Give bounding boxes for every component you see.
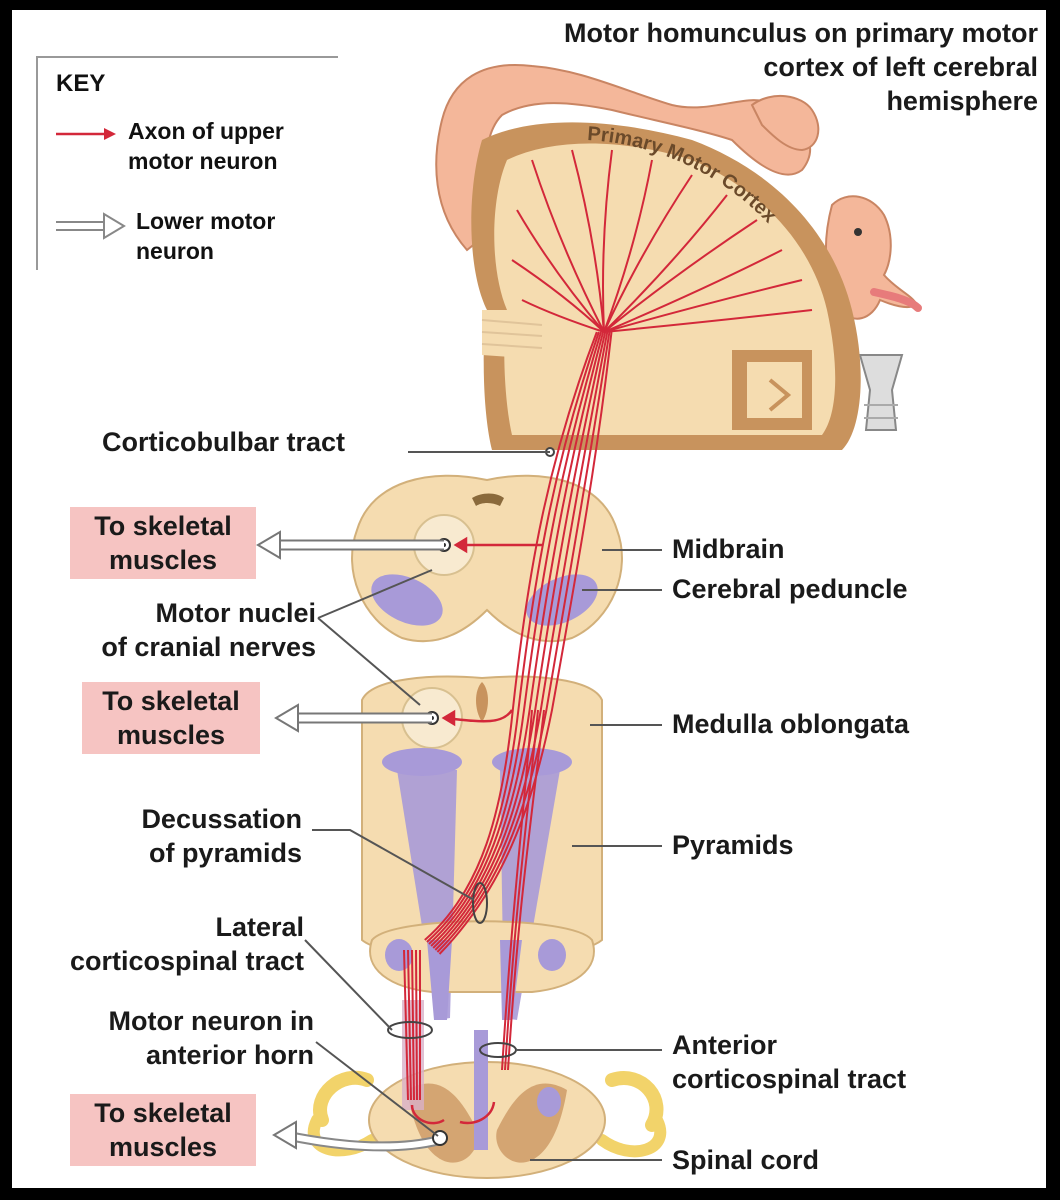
synapse-arrows [410, 536, 542, 1125]
cortical-axon-branch [603, 159, 653, 333]
key-title: KEY [56, 70, 106, 97]
descending-axon [434, 331, 609, 951]
key-upper-line-1: Axon of upper [128, 118, 284, 144]
anterior-line-1: Anterior [672, 1030, 778, 1060]
title-line-1: Motor homunculus on primary motor [563, 18, 1038, 48]
descending-axon [430, 331, 605, 947]
label-decussation: Decussation of pyramids [141, 802, 302, 870]
key-lower-line-2: neuron [136, 238, 214, 264]
muscle-box-1: To skeletal muscles [70, 507, 256, 579]
label-motor-nuclei: Motor nuclei of cranial nerves [101, 596, 316, 664]
title-line-2: cortex of left cerebral [763, 52, 1038, 82]
motor-homunculus [435, 64, 922, 431]
muscle-box-2-line-2: muscles [116, 720, 226, 750]
label-corticobulbar-tract: Corticobulbar tract [102, 427, 346, 457]
key-lower-motor-neuron: Lower motor neuron [136, 206, 275, 266]
spinal-cord-section [282, 1000, 667, 1179]
descending-axon [428, 331, 602, 945]
upper-motor-neuron-axons [403, 149, 813, 1101]
motor-nuclei-line-2: of cranial nerves [101, 632, 316, 662]
key-upper-motor-neuron: Axon of upper motor neuron [128, 116, 284, 176]
diagram-frame: Primary Motor Cortex KEY Axon of upper m… [12, 10, 1046, 1188]
cortical-axon-branch [511, 259, 605, 333]
motor-neuron-line-1: Motor neuron in [108, 1006, 314, 1036]
cerebral-hemisphere-section [471, 122, 861, 450]
medulla-section [361, 675, 603, 1020]
lateral-tract-axon [411, 949, 415, 1101]
muscle-box-3-line-1: To skeletal [94, 1098, 232, 1128]
anterior-tract-axon [501, 709, 533, 1071]
cortical-axon-branch [521, 299, 605, 333]
muscle-box-1-line-2: muscles [108, 545, 218, 575]
cortical-axon-branch [603, 249, 783, 333]
lateral-tract-axon [415, 949, 418, 1101]
label-medulla-oblongata: Medulla oblongata [672, 709, 910, 739]
label-midbrain: Midbrain [672, 534, 785, 564]
label-lateral-corticospinal: Lateral corticospinal tract [70, 910, 304, 978]
lateral-tract-axon [403, 949, 409, 1101]
decussation-line-1: Decussation [141, 804, 302, 834]
muscle-box-3: To skeletal muscles [70, 1094, 256, 1166]
descending-axon [424, 331, 598, 941]
cortical-axon-branch [603, 309, 813, 333]
lateral-line-2: corticospinal tract [69, 946, 304, 976]
lateral-line-1: Lateral [215, 912, 304, 942]
label-anterior-corticospinal: Anterior corticospinal tract [672, 1028, 906, 1096]
key-lower-line-1: Lower motor [136, 208, 276, 234]
lower-motor-neuron-arrows [256, 530, 444, 1150]
key-icons [56, 128, 126, 240]
label-pyramids: Pyramids [672, 830, 794, 860]
descending-axon [436, 331, 611, 953]
label-cerebral-peduncle: Cerebral peduncle [672, 574, 908, 604]
muscle-box-1-line-1: To skeletal [94, 511, 232, 541]
label-motor-neuron-anterior-horn: Motor neuron in anterior horn [109, 1004, 314, 1072]
anterior-tract-axon [507, 709, 545, 1071]
descending-axon [438, 331, 613, 955]
muscle-box-3-line-2: muscles [108, 1132, 218, 1162]
anterior-line-2: corticospinal tract [672, 1064, 907, 1094]
motor-nuclei-line-1: Motor nuclei [155, 598, 317, 628]
cortical-axon-branch [516, 209, 605, 333]
key-upper-line-2: motor neuron [128, 148, 278, 174]
descending-axon [432, 331, 607, 949]
label-spinal-cord: Spinal cord [672, 1145, 820, 1175]
cortical-axon-branch [602, 149, 613, 333]
legend-key: KEY Axon of upper motor neuron Lower mot… [36, 56, 338, 270]
cortical-axon-branch [603, 219, 758, 333]
diagram-title: Motor homunculus on primary motor cortex… [564, 16, 1038, 118]
anterior-tract-axon [504, 709, 539, 1071]
motor-pathway-illustration: Primary Motor Cortex [56, 64, 922, 1179]
cortical-axon-branch [603, 279, 803, 333]
muscle-box-2: To skeletal muscles [82, 682, 260, 754]
motor-neuron-line-2: anterior horn [145, 1040, 314, 1070]
leader-lines [304, 451, 662, 1161]
title-line-3: hemisphere [886, 86, 1038, 116]
lateral-tract-axon [407, 949, 412, 1101]
cortical-axon-branch [603, 174, 693, 333]
decussation-line-2: of pyramids [148, 838, 302, 868]
muscle-box-2-line-1: To skeletal [102, 686, 240, 716]
cortical-axon-branch [571, 149, 605, 333]
descending-axon [426, 331, 600, 943]
cortical-axon-branch [531, 159, 605, 333]
cortical-axon-branch [603, 194, 728, 333]
